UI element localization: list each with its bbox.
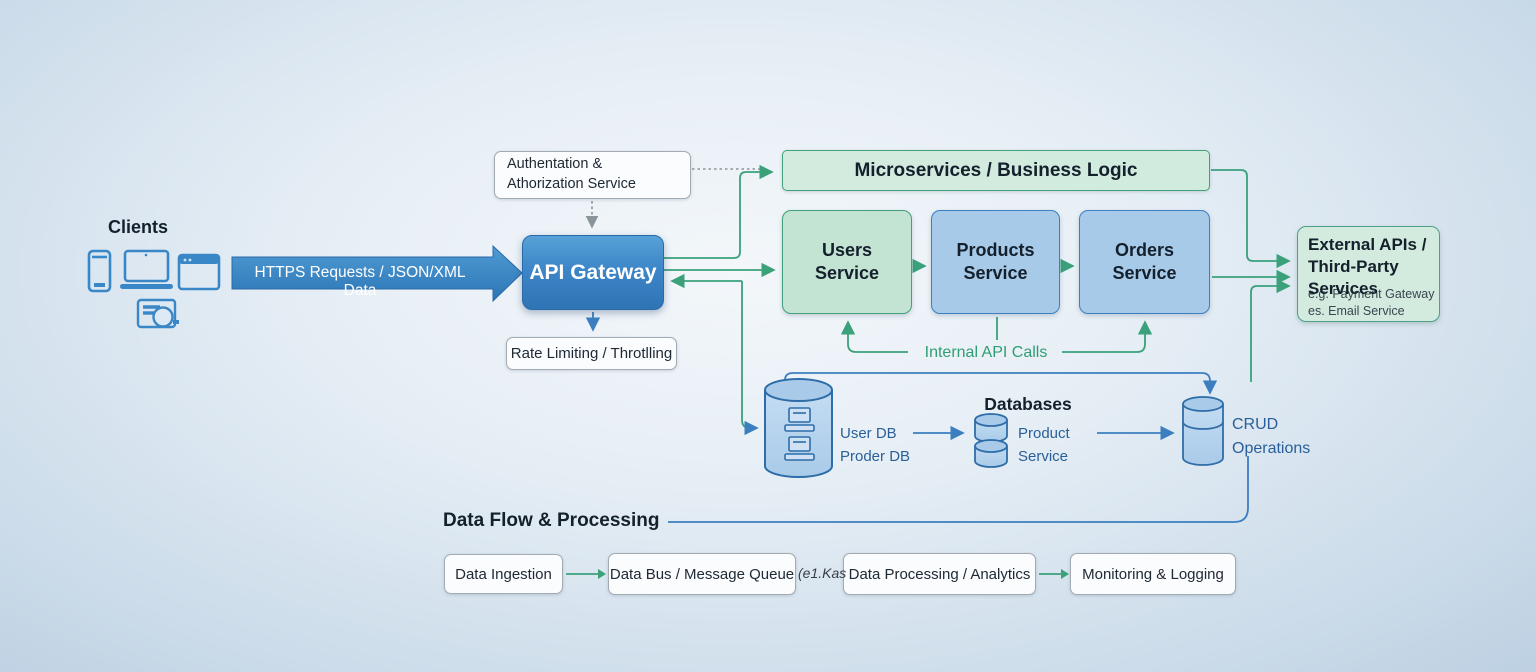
service-label: Service	[1018, 448, 1069, 465]
https-arrow-label: HTTPS Requests / JSON/XML Data	[254, 264, 466, 299]
internal-api-calls-label: Internal API Calls	[924, 344, 1048, 361]
external-apis-box: e.g. Payment Gateway es. Email Service E…	[1297, 226, 1440, 322]
connector-down-to-user-db	[741, 281, 759, 436]
external-note-payment: e.g. Payment Gateway	[1308, 287, 1435, 301]
message-queue-note: (e1.Kas	[798, 565, 847, 581]
connector-internal-calls-to-users	[840, 320, 908, 353]
message-queue-box: Data Bus / Message Queue	[608, 553, 796, 595]
browser-icon	[177, 253, 221, 291]
connector-userdb-bracket-to-crud	[784, 372, 1218, 395]
product-label: Product	[1018, 425, 1070, 442]
data-processing-label: Data Processing / Analytics	[848, 565, 1031, 583]
crud-label: CRUD	[1232, 416, 1279, 433]
data-ingestion-label: Data Ingestion	[455, 565, 552, 583]
orders-service-label: Orders Service	[1112, 239, 1177, 283]
databases-title: Databases	[984, 394, 1072, 414]
user-db-label: User DB	[840, 425, 897, 442]
products-service-box: Products Service	[931, 210, 1060, 314]
message-queue-label: Data Bus / Message Queue	[609, 565, 795, 583]
users-service-box: Users Service	[782, 210, 912, 314]
connector-gateway-to-microservices-header	[664, 164, 774, 259]
proder-db-label: Proder DB	[840, 448, 911, 465]
data-ingestion-box: Data Ingestion	[444, 554, 563, 594]
auth-service-box: Authentation & Athorization Service	[494, 151, 691, 199]
external-note-email: es. Email Service	[1308, 304, 1405, 318]
https-request-arrow	[231, 244, 523, 303]
laptop-icon	[120, 249, 173, 289]
crud-db-cylinder-icon	[1182, 396, 1224, 466]
product-db-cylinder-icon	[974, 413, 1008, 468]
api-gateway-label: API Gateway	[529, 260, 657, 284]
phone-icon	[87, 249, 112, 293]
connector-crud-to-dataflow	[668, 456, 1249, 523]
microservices-header-label: Microservices / Business Logic	[854, 159, 1138, 181]
microservices-header-box: Microservices / Business Logic	[782, 150, 1210, 191]
users-service-label: Users Service	[814, 239, 880, 283]
connector-internal-calls-to-orders	[1062, 320, 1153, 353]
external-apis-title: External APIs / Third-Party Services	[1308, 235, 1427, 298]
arrow-ingestion-to-bus	[566, 569, 606, 579]
api-gateway-box: API Gateway	[522, 235, 664, 310]
rate-limiting-box: Rate Limiting / Throtlling	[506, 337, 677, 370]
user-db-cylinder-icon	[764, 378, 833, 478]
connector-header-to-external	[1211, 169, 1291, 269]
data-processing-box: Data Processing / Analytics	[843, 553, 1036, 595]
crud-operations-label: Operations	[1232, 440, 1311, 457]
clients-title: Clients	[108, 217, 169, 237]
orders-service-box: Orders Service	[1079, 210, 1210, 314]
monitoring-logging-box: Monitoring & Logging	[1070, 553, 1236, 595]
auth-service-label: Authentation & Athorization Service	[507, 156, 636, 192]
camera-icon	[136, 298, 179, 329]
data-flow-title: Data Flow & Processing	[443, 510, 660, 531]
arrow-processing-to-monitoring	[1039, 569, 1069, 579]
connector-crud-to-external	[1250, 278, 1291, 382]
monitoring-logging-label: Monitoring & Logging	[1082, 565, 1224, 583]
rate-limiting-label: Rate Limiting / Throtlling	[510, 345, 673, 362]
products-service-label: Products Service	[956, 239, 1035, 283]
